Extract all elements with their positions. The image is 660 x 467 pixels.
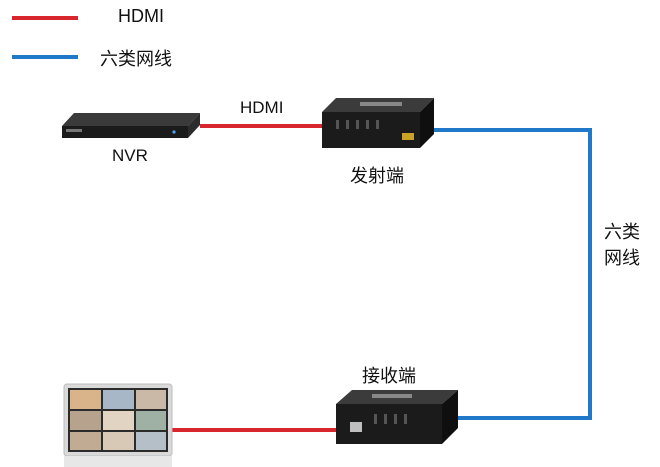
receiver-label: 接收端 [362, 366, 416, 386]
transmitter-label: 发射端 [350, 166, 404, 186]
nvr-label: NVR [112, 146, 148, 165]
legend-hdmi-line [12, 16, 78, 20]
transmitter-device-icon [322, 98, 434, 148]
cat6-cable [432, 128, 592, 420]
nvr-device-icon [62, 113, 200, 138]
legend-hdmi-label: HDMI [118, 6, 164, 26]
cat6-cable-label-line1: 六类 [604, 222, 640, 242]
cat6-cable-label-line2: 网线 [604, 248, 640, 268]
receiver-device-icon [336, 390, 458, 444]
legend-cat6-label: 六类网线 [100, 49, 172, 69]
legend-cat6-line [12, 55, 78, 59]
monitor-icon [63, 383, 173, 467]
hdmi-cable-label: HDMI [240, 98, 284, 117]
